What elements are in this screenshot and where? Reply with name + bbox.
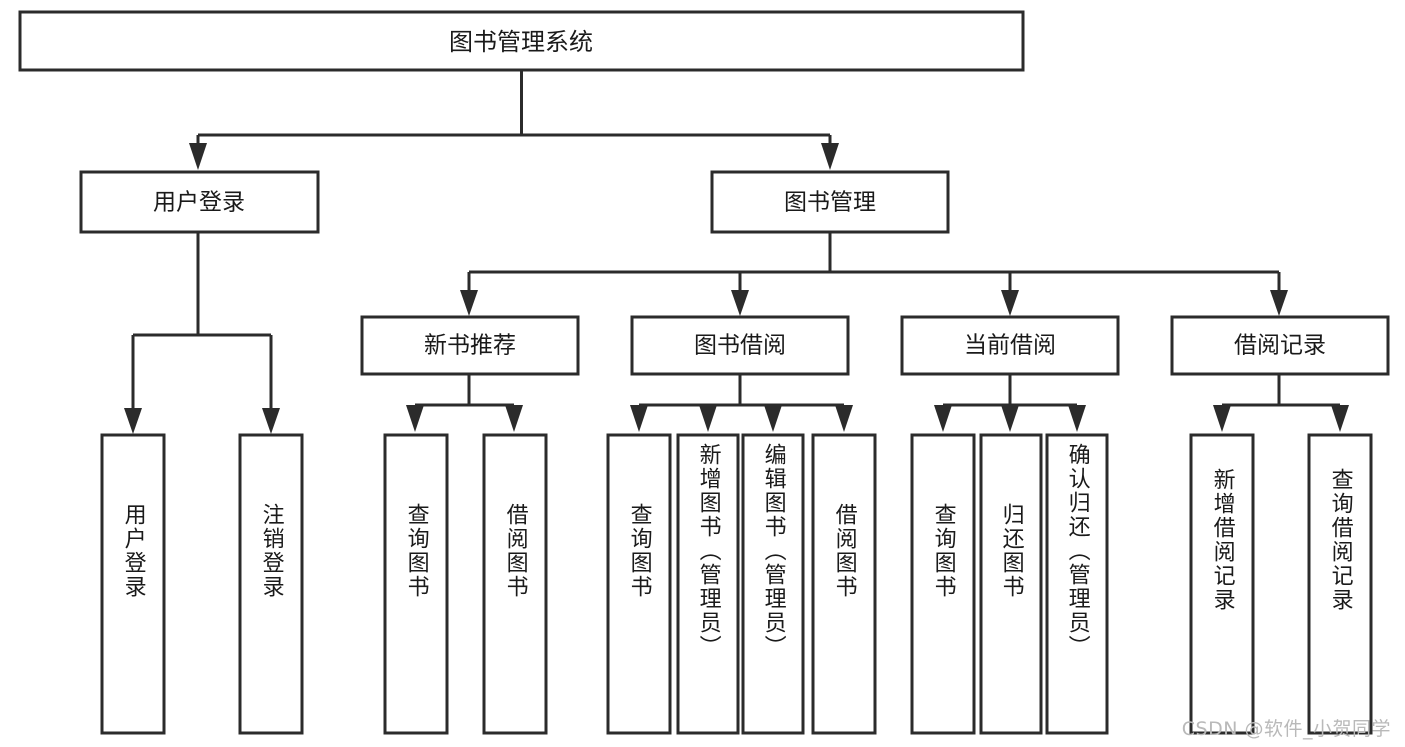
arrowhead-root-to-book-management — [821, 143, 839, 170]
node-user-login-box[interactable] — [79, 170, 320, 234]
node-root-box[interactable] — [18, 10, 1025, 72]
node-borrow-record[interactable]: 借阅记录 — [1170, 315, 1390, 376]
arrowhead-cb-leaf3 — [1068, 405, 1086, 432]
connector-group-user-login — [124, 232, 280, 434]
connector-group-book-borrow — [630, 374, 853, 432]
leaf-box-query-book-2[interactable] — [606, 433, 672, 735]
node-new-book-recommend-label: 新书推荐 — [424, 333, 516, 359]
node-current-borrow[interactable]: 当前借阅 — [900, 315, 1120, 376]
arrowhead-bb-leaf4 — [835, 405, 853, 432]
arrowhead-user-login-to-leaf2 — [262, 408, 280, 434]
connector-group-borrow-record — [1213, 374, 1349, 432]
node-current-borrow-box[interactable] — [900, 315, 1120, 376]
leaf-box-user-login[interactable] — [100, 433, 166, 735]
arrowhead-bb-leaf2 — [699, 405, 717, 432]
leaf-box-add-book[interactable] — [676, 433, 740, 735]
node-borrow-record-label: 借阅记录 — [1234, 333, 1326, 359]
arrowhead-nbr-leaf1 — [406, 405, 424, 432]
node-new-book-recommend[interactable]: 新书推荐 — [360, 315, 580, 376]
arrowhead-bb-leaf3 — [764, 405, 782, 432]
leaf-box-query-book-3[interactable] — [910, 433, 976, 735]
node-new-book-recommend-box[interactable] — [360, 315, 580, 376]
node-root[interactable]: 图书管理系统 — [18, 10, 1025, 72]
node-borrow-record-box[interactable] — [1170, 315, 1390, 376]
arrowhead-bm-to-book-borrow — [731, 290, 749, 316]
node-book-borrow[interactable]: 图书借阅 — [630, 315, 850, 376]
leaf-box-borrow-book-2[interactable] — [811, 433, 877, 735]
node-root-label: 图书管理系统 — [449, 28, 593, 56]
connector-group-book-management — [460, 232, 1288, 316]
leaf-box-return-book[interactable] — [979, 433, 1043, 735]
leaf-box-query-record[interactable] — [1307, 433, 1373, 735]
csdn-watermark: CSDN @软件_小贺同学 — [1181, 718, 1391, 740]
node-book-management-label: 图书管理 — [784, 190, 876, 216]
arrowhead-user-login-to-leaf1 — [124, 408, 142, 434]
arrowhead-cb-leaf2 — [1001, 405, 1019, 432]
arrowhead-bm-to-new-book — [460, 290, 478, 316]
leaf-box-query-book-1[interactable] — [383, 433, 449, 735]
connector-group-new-book-recommend — [406, 374, 523, 432]
leaf-box-logout[interactable] — [238, 433, 304, 735]
node-user-login[interactable]: 用户登录 — [79, 170, 320, 234]
connector-group-current-borrow — [934, 374, 1086, 432]
node-book-management-box[interactable] — [710, 170, 950, 234]
arrowhead-nbr-leaf2 — [505, 405, 523, 432]
arrowhead-br-leaf1 — [1213, 405, 1231, 432]
arrowhead-root-to-user-login — [189, 143, 207, 170]
leaf-box-edit-book[interactable] — [741, 433, 805, 735]
arrowhead-bb-leaf1 — [630, 405, 648, 432]
node-book-borrow-label: 图书借阅 — [694, 333, 786, 359]
connector-group-root — [189, 70, 839, 170]
arrowhead-bm-to-borrow-record — [1270, 290, 1288, 316]
arrowhead-cb-leaf1 — [934, 405, 952, 432]
arrowhead-br-leaf2 — [1331, 405, 1349, 432]
node-book-management[interactable]: 图书管理 — [710, 170, 950, 234]
leaf-box-confirm-return[interactable] — [1045, 433, 1109, 735]
node-current-borrow-label: 当前借阅 — [964, 333, 1056, 359]
arrowhead-bm-to-current-borrow — [1001, 290, 1019, 316]
leaf-box-add-record[interactable] — [1189, 433, 1255, 735]
leaf-box-borrow-book-1[interactable] — [482, 433, 548, 735]
node-user-login-label: 用户登录 — [153, 190, 245, 216]
node-book-borrow-box[interactable] — [630, 315, 850, 376]
leaf-boxes — [100, 433, 1373, 735]
